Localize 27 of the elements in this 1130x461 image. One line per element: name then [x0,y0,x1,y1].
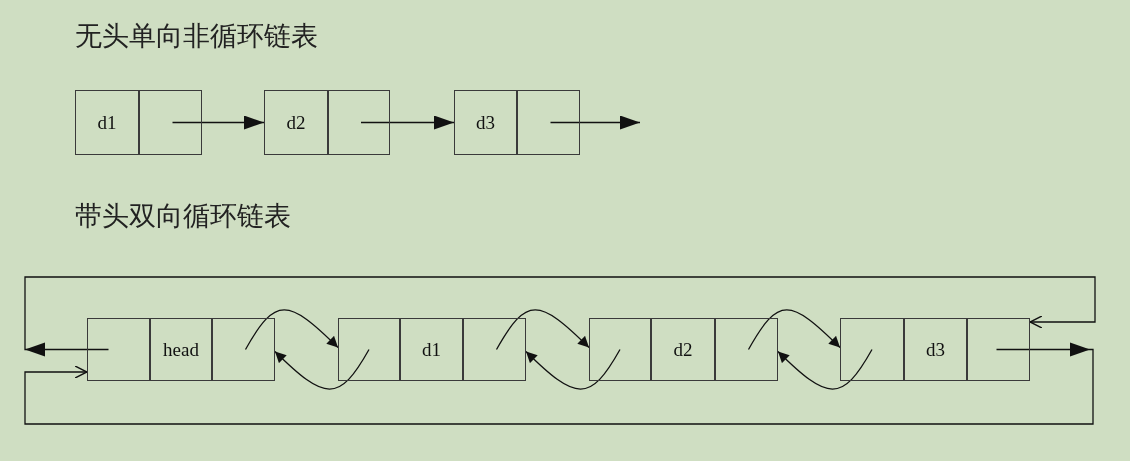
pointer-cell [139,90,202,155]
data-cell [651,318,715,381]
pointer-cell [328,90,390,155]
data-cell [400,318,463,381]
cell-text: d1 [97,111,117,134]
pointer-cell [463,318,526,381]
pointer-cell [212,318,275,381]
data-cell [150,318,212,381]
pointer-cell [967,318,1030,381]
section-heading: 无头单向非循环链表 [75,19,318,53]
pointer-cell [715,318,778,381]
cell-text: d1 [422,338,441,361]
cell-text: head [163,338,199,361]
cell-text: d3 [476,111,495,134]
data-cell [904,318,967,381]
pointer-cell [87,318,150,381]
section-heading: 带头双向循环链表 [75,199,291,233]
data-cell [454,90,517,155]
cell-text: d2 [673,338,693,361]
cell-text: d3 [926,338,945,361]
pointer-cell [840,318,904,381]
pointer-cell [517,90,580,155]
data-cell [75,90,139,155]
pointer-cell [589,318,651,381]
data-cell [264,90,328,155]
pointer-cell [338,318,400,381]
cell-text: d2 [286,111,306,134]
